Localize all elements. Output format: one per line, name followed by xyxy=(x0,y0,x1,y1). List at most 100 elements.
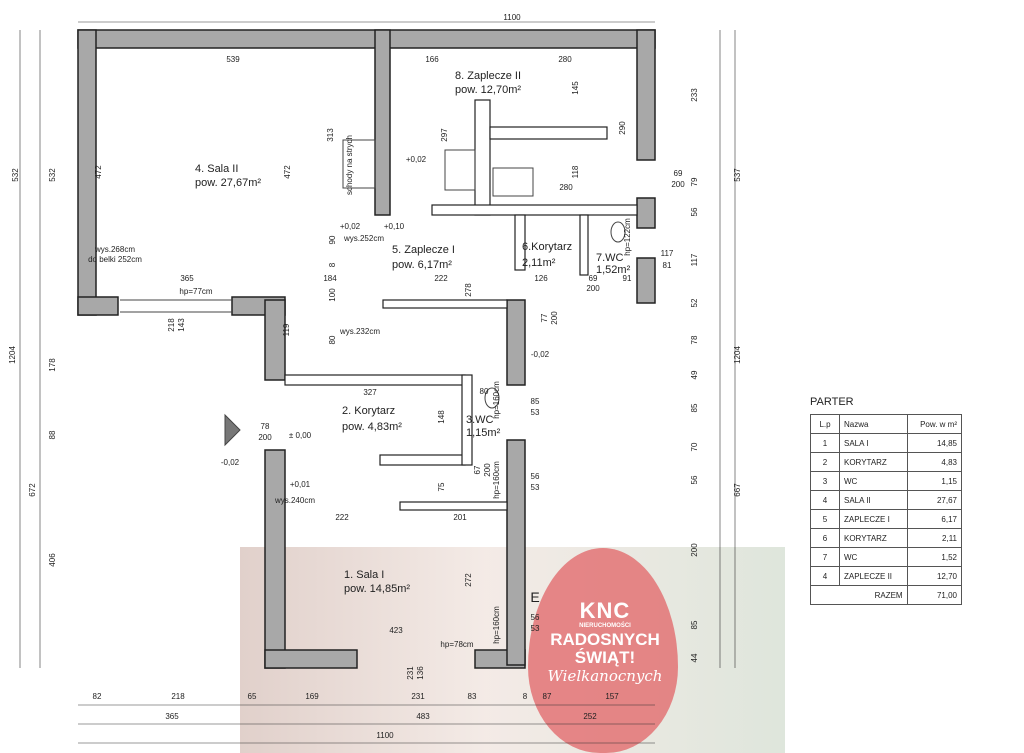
row-lp: 1 xyxy=(810,433,840,453)
dimension-label: 1204 xyxy=(8,346,17,364)
dimension-label: wys.268cm xyxy=(94,245,135,254)
fixtures xyxy=(120,139,626,447)
greeting-line-2: ŚWIĄT! xyxy=(574,648,636,667)
dimension-label: 532 xyxy=(48,168,57,182)
dimension-label: 365 xyxy=(180,274,194,283)
row-area: 1,15 xyxy=(906,471,963,491)
dimension-label: 201 xyxy=(453,513,467,522)
dimension-label: 82 xyxy=(93,692,102,701)
room-area: pow. 27,67m² xyxy=(195,177,261,189)
dimension-label: +0,02 xyxy=(340,222,361,231)
dimension-label: 136 xyxy=(416,666,425,680)
dimension-label: +0,01 xyxy=(290,480,311,489)
total-label: RAZEM xyxy=(810,585,908,605)
dimension-label: -0,02 xyxy=(531,350,550,359)
dimension-label: 231 xyxy=(411,692,425,701)
row-area: 14,85 xyxy=(906,433,963,453)
dimension-label: 145 xyxy=(571,81,580,95)
row-name: SALA II xyxy=(839,490,908,510)
dimension-label: 157 xyxy=(605,692,619,701)
dimension-label: 117 xyxy=(661,249,674,258)
dimension-label: 406 xyxy=(48,553,57,567)
dimension-label: 218 xyxy=(171,692,185,701)
dimension-label: 117 xyxy=(690,253,699,266)
room-name: 3.WC xyxy=(466,414,494,426)
dimension-label: 56 xyxy=(531,613,540,622)
dimension-label: 69 xyxy=(674,169,683,178)
dimension-label: 1100 xyxy=(376,731,394,740)
inner-walls xyxy=(284,99,638,511)
dimension-label: 667 xyxy=(733,483,742,497)
dimension-label: 53 xyxy=(531,483,540,492)
dimension-label: 75 xyxy=(437,482,446,491)
dimension-label: 56 xyxy=(690,207,699,216)
dimension-label: 278 xyxy=(464,283,473,297)
room-name: 4. Sala II xyxy=(195,163,238,175)
dimension-label: 79 xyxy=(690,177,699,186)
room-name: 7.WC xyxy=(596,252,624,264)
header-area: Pow. w m² xyxy=(906,414,963,434)
dimension-label: 81 xyxy=(663,261,672,270)
dimension-label: -0,02 xyxy=(221,458,240,467)
dimension-label: 8 xyxy=(523,692,528,701)
dimension-label: hp=77cm xyxy=(179,287,212,296)
dimension-label: 85 xyxy=(690,620,699,629)
dimension-label: 126 xyxy=(534,274,548,283)
easter-egg-shape xyxy=(528,548,678,753)
row-area: 2,11 xyxy=(906,528,963,548)
dimension-label: 118 xyxy=(571,165,580,178)
dimension-label: 178 xyxy=(48,358,57,372)
dimension-label: 200 xyxy=(258,433,272,442)
dimension-label: 231 xyxy=(406,666,415,680)
logo-subtitle: NIERUCHOMOŚCI xyxy=(579,623,631,629)
dimension-label: 327 xyxy=(363,388,377,397)
dimension-label: 532 xyxy=(11,168,20,182)
room-labels: 4. Sala II pow. 27,67m² 8. Zaplecze II p… xyxy=(195,70,631,595)
dimension-label: 88 xyxy=(48,430,57,439)
dimension-label: 200 xyxy=(483,463,492,477)
dimension-label: 87 xyxy=(543,692,552,701)
dimension-label: 280 xyxy=(559,183,573,192)
dimension-label: 184 xyxy=(323,274,337,283)
dimension-label: hp=160cm xyxy=(492,606,501,644)
row-name: WC xyxy=(839,547,908,567)
dimension-label: 85 xyxy=(531,397,540,406)
dimension-label: 423 xyxy=(389,626,403,635)
row-name: KORYTARZ xyxy=(839,452,908,472)
dimension-lines xyxy=(19,21,736,744)
table-header: L.p Nazwa Pow. w m² xyxy=(810,414,963,434)
row-area: 12,70 xyxy=(906,566,963,586)
dimension-label: 85 xyxy=(690,403,699,412)
dimension-label: 1100 xyxy=(503,13,521,22)
row-lp: 3 xyxy=(810,471,840,491)
greeting-line-3: Wielkanocnych xyxy=(547,667,663,685)
dimension-label: 365 xyxy=(165,712,179,721)
dimension-label: 472 xyxy=(283,165,292,179)
dimension-label: +0,02 xyxy=(406,155,427,164)
dimension-label: 472 xyxy=(94,165,103,179)
table-title: PARTER xyxy=(810,396,854,408)
row-area: 27,67 xyxy=(906,490,963,510)
header-lp: L.p xyxy=(810,414,840,434)
dimension-label: 218 xyxy=(167,318,176,332)
dimension-label: 53 xyxy=(531,624,540,633)
dimension-label: 233 xyxy=(690,88,699,102)
dimension-label: 78 xyxy=(690,335,699,344)
total-value: 71,00 xyxy=(906,585,963,605)
dimension-label: 44 xyxy=(690,653,699,662)
room-name: 8. Zaplecze II xyxy=(455,70,521,82)
row-lp: 4 xyxy=(810,490,840,510)
room-name: 5. Zaplecze I xyxy=(392,244,455,256)
dimension-label: wys.252cm xyxy=(343,234,384,243)
dimension-label: 53 xyxy=(531,408,540,417)
dimension-label: hp=78cm xyxy=(440,640,473,649)
dimension-label: hp=122cm xyxy=(623,218,632,256)
dimension-label: 222 xyxy=(335,513,349,522)
dimension-label: 90 xyxy=(328,235,337,244)
row-lp: 6 xyxy=(810,528,840,548)
